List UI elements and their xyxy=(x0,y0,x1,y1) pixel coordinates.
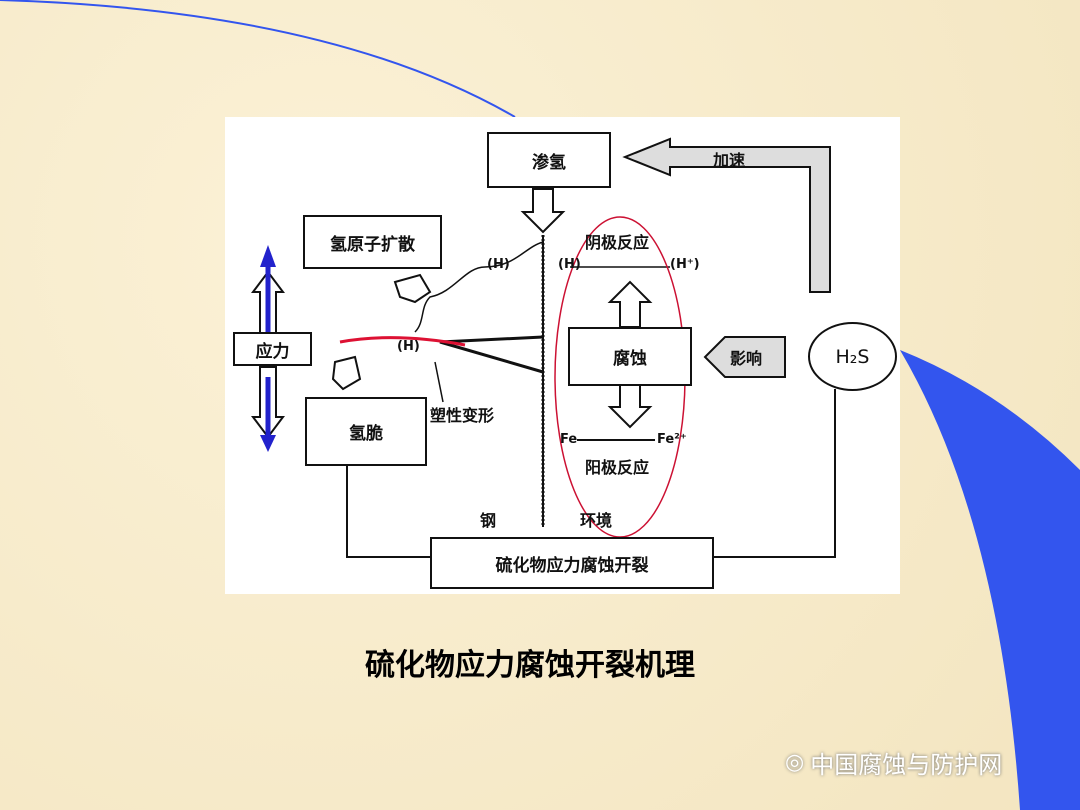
h2s-label: H₂S xyxy=(835,345,870,368)
stress-label: 应力 xyxy=(255,341,290,362)
watermark-text: 中国腐蚀与防护网 xyxy=(810,751,1003,779)
influence-label: 影响 xyxy=(730,349,763,368)
slide-title: 硫化物应力腐蚀开裂机理 xyxy=(365,648,695,683)
anodic-reaction-label: 阳极反应 xyxy=(585,458,650,477)
corrosion-label: 腐蚀 xyxy=(613,349,647,369)
corrosion-box: 腐蚀 xyxy=(568,327,692,386)
cathodic-reaction-label: 阴极反应 xyxy=(585,233,650,252)
wechat-icon: ◎ xyxy=(785,750,805,775)
h-atom-diffusion-label: 氢原子扩散 xyxy=(330,234,415,255)
hydrogen-permeation-label: 渗氢 xyxy=(532,152,566,173)
hydrogen-embrittlement-label: 氢脆 xyxy=(349,424,383,444)
watermark: ◎中国腐蚀与防护网 xyxy=(785,745,1002,780)
hydrogen-permeation-box: 渗氢 xyxy=(487,132,611,188)
diagram-lines xyxy=(251,137,836,558)
hydrogen-embrittlement-box: 氢脆 xyxy=(305,397,427,466)
diagram-panel: 渗氢 加速 氢原子扩散 阴极反应 (H) (H) (H⁺) (H) 应力 腐蚀 … xyxy=(225,117,900,594)
fe-label: Fe xyxy=(560,432,578,447)
h2s-circle: H₂S xyxy=(808,322,897,391)
fe2-label: Fe²⁺ xyxy=(657,432,687,447)
hplus-label: (H⁺) xyxy=(670,257,700,272)
steel-label: 钢 xyxy=(480,511,497,530)
sscc-label: 硫化物应力腐蚀开裂 xyxy=(495,555,649,576)
h-atom-diffusion-box: 氢原子扩散 xyxy=(303,215,442,269)
h-label-1: (H) xyxy=(487,257,510,272)
accelerate-label: 加速 xyxy=(713,151,746,170)
environment-label: 环境 xyxy=(580,511,613,530)
plastic-deformation-label: 塑性变形 xyxy=(430,406,495,425)
h-label-2: (H) xyxy=(558,257,581,272)
sscc-box: 硫化物应力腐蚀开裂 xyxy=(430,537,714,589)
h-label-3: (H) xyxy=(397,339,420,354)
stress-box: 应力 xyxy=(233,332,312,366)
